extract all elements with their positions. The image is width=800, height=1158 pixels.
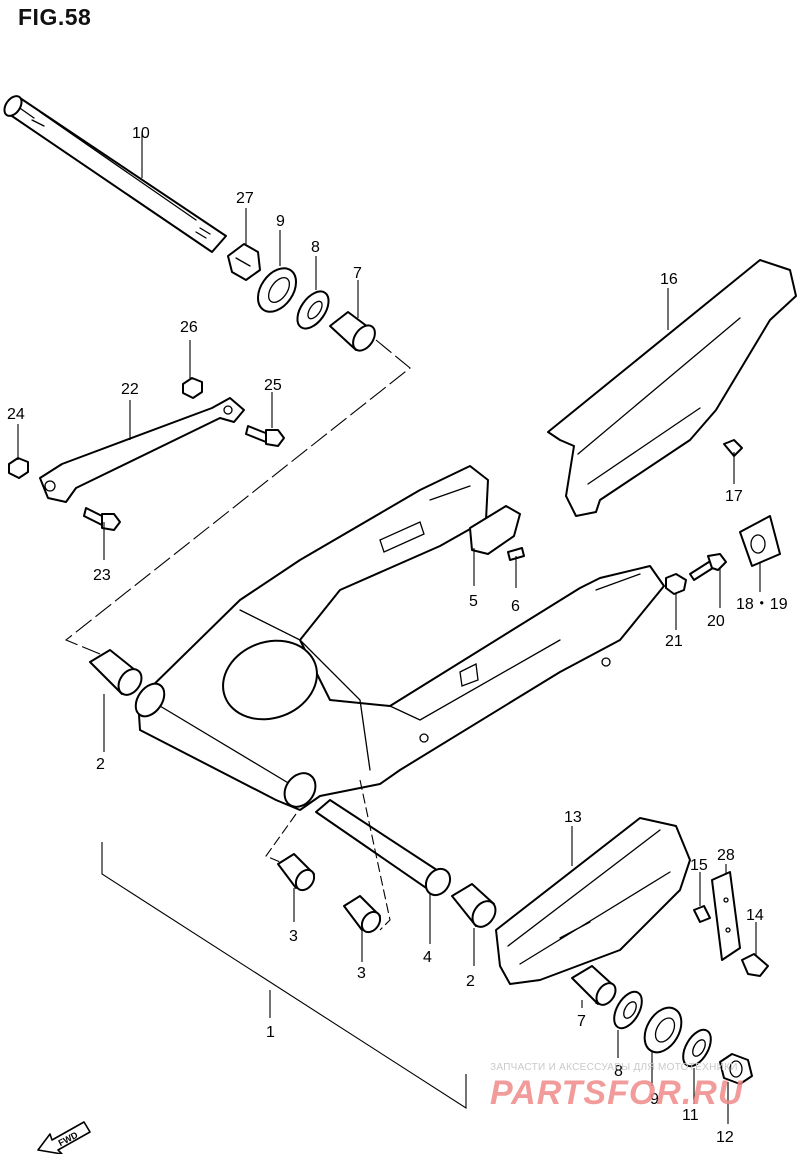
callout-1: 1 bbox=[266, 1024, 275, 1041]
callout-12: 12 bbox=[716, 1129, 734, 1146]
bushing-15 bbox=[693, 905, 711, 923]
bolt-14 bbox=[741, 953, 769, 977]
callout-6: 6 bbox=[511, 598, 520, 615]
callout-8-lower: 8 bbox=[614, 1063, 623, 1080]
callout-14: 14 bbox=[746, 907, 764, 924]
chain-guide-bracket bbox=[469, 505, 525, 561]
callout-22: 22 bbox=[121, 381, 139, 398]
nut-24 bbox=[8, 457, 29, 479]
callout-24: 24 bbox=[7, 406, 25, 423]
callout-20: 20 bbox=[707, 613, 725, 630]
adjuster-nut bbox=[227, 243, 261, 281]
chain-guide bbox=[495, 817, 691, 985]
watermark-logo: PARTSFOR.RU bbox=[490, 1074, 744, 1112]
callout-21: 21 bbox=[665, 633, 683, 650]
cushion-rod bbox=[39, 397, 245, 503]
callout-16: 16 bbox=[660, 271, 678, 288]
callout-11: 11 bbox=[682, 1107, 699, 1124]
chain-adjuster-block bbox=[739, 515, 781, 567]
watermark-caption: ЗАПЧАСТИ И АКСЕССУАРЫ ДЛЯ МОТОТЕХНИКИ bbox=[490, 1062, 738, 1073]
callout-2-upper: 2 bbox=[96, 756, 105, 773]
callout-8-upper: 8 bbox=[311, 239, 320, 256]
bushing-3a bbox=[277, 853, 316, 892]
pivot-collar bbox=[315, 799, 452, 897]
callout-7-lower: 7 bbox=[577, 1013, 586, 1030]
callout-15: 15 bbox=[690, 857, 708, 874]
callout-28: 28 bbox=[717, 847, 735, 864]
washer-upper bbox=[296, 290, 330, 330]
callout-25: 25 bbox=[264, 377, 282, 394]
callout-27: 27 bbox=[236, 190, 254, 207]
bushing-lower bbox=[451, 883, 497, 928]
callout-4: 4 bbox=[423, 949, 432, 966]
callout-26: 26 bbox=[180, 319, 198, 336]
callout-13: 13 bbox=[564, 809, 582, 826]
washer-11 bbox=[682, 1028, 712, 1068]
bolt-23 bbox=[83, 507, 121, 531]
callout-5: 5 bbox=[469, 593, 478, 610]
nut-26 bbox=[182, 377, 203, 399]
callout-10: 10 bbox=[132, 125, 150, 142]
dust-seal-upper bbox=[256, 267, 298, 313]
callout-labels: 10 27 9 8 7 26 22 25 24 23 16 17 5 6 18・… bbox=[7, 125, 788, 1146]
plate-28 bbox=[711, 871, 741, 961]
bushing-upper bbox=[89, 649, 143, 696]
callout-9-lower: 9 bbox=[650, 1091, 659, 1108]
callout-18-19: 18・19 bbox=[736, 596, 788, 613]
nut-21 bbox=[665, 573, 687, 595]
adjuster-bolt bbox=[689, 553, 727, 581]
callout-3-a: 3 bbox=[289, 928, 298, 945]
spacer-lower bbox=[571, 965, 617, 1006]
callout-23: 23 bbox=[93, 567, 111, 584]
spacer-upper bbox=[329, 311, 376, 352]
chain-case bbox=[547, 259, 797, 517]
screw-17 bbox=[723, 439, 743, 457]
callout-9-upper: 9 bbox=[276, 213, 285, 230]
bushing-3b bbox=[343, 895, 382, 934]
swingarm-body bbox=[134, 465, 665, 811]
nut-12 bbox=[719, 1053, 753, 1085]
forward-arrow-icon: FWD bbox=[37, 1121, 91, 1154]
washer-lower bbox=[613, 990, 643, 1030]
callout-2-lower: 2 bbox=[466, 973, 475, 990]
bolt-25 bbox=[245, 425, 285, 447]
figure-title: FIG.58 bbox=[18, 4, 92, 30]
callout-3-b: 3 bbox=[357, 965, 366, 982]
callout-7-upper: 7 bbox=[353, 265, 362, 282]
callout-17: 17 bbox=[725, 488, 743, 505]
pivot-shaft bbox=[3, 95, 227, 253]
assembly-lines bbox=[17, 132, 761, 1124]
dust-seal-lower bbox=[643, 1006, 683, 1054]
